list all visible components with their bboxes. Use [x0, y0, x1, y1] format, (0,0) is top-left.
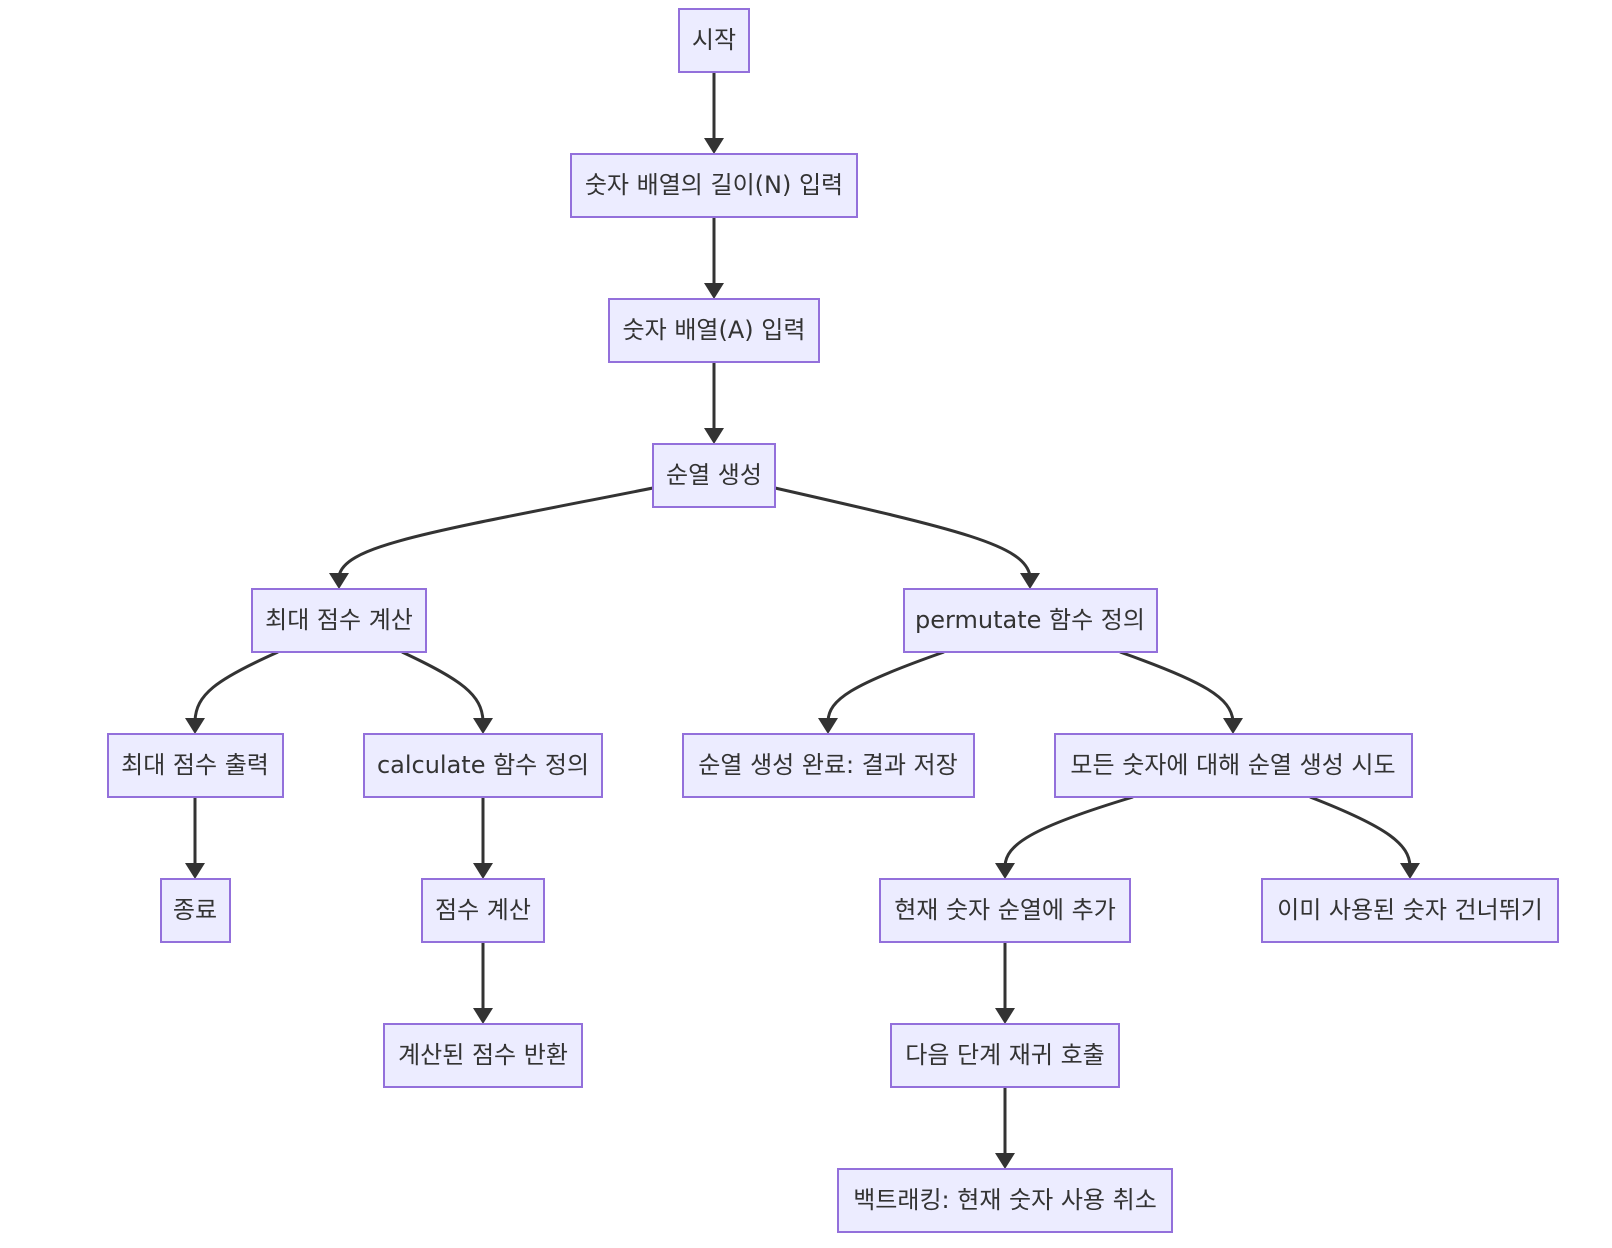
edge-try-all-to-skip-used	[1309, 795, 1412, 867]
edge-gen-perm-to-calc-max-arrowhead	[329, 573, 349, 589]
node-end-label: 종료	[173, 896, 217, 924]
node-input-a-label: 숫자 배열(A) 입력	[623, 316, 806, 344]
edges	[185, 72, 1420, 1169]
node-print-max: 최대 점수 출력	[107, 733, 284, 798]
node-gen-perm-label: 순열 생성	[666, 461, 762, 489]
node-input-n: 숫자 배열의 길이(N) 입력	[570, 153, 858, 218]
edge-gen-perm-to-def-permutate	[774, 486, 1032, 577]
edge-calc-max-to-print-max-arrowhead	[185, 718, 205, 734]
node-calc-max-label: 최대 점수 계산	[265, 606, 413, 634]
node-def-permutate: permutate 함수 정의	[903, 588, 1158, 653]
node-calc-score: 점수 계산	[421, 878, 545, 943]
edge-def-calculate-to-calc-score-arrowhead	[473, 863, 493, 879]
edge-gen-perm-to-calc-max	[337, 486, 654, 577]
edge-input-n-to-input-a-arrowhead	[704, 283, 724, 299]
edge-try-all-to-add-current-arrowhead	[995, 863, 1015, 879]
node-def-permutate-label: permutate 함수 정의	[915, 606, 1145, 634]
node-backtrack: 백트래킹: 현재 숫자 사용 취소	[837, 1168, 1173, 1233]
node-perm-done: 순열 생성 완료: 결과 저장	[682, 733, 975, 798]
node-calc-score-label: 점수 계산	[435, 896, 531, 924]
node-input-a: 숫자 배열(A) 입력	[608, 298, 820, 363]
node-print-max-label: 최대 점수 출력	[121, 751, 269, 779]
node-recurse: 다음 단계 재귀 호출	[890, 1023, 1120, 1088]
node-return-score: 계산된 점수 반환	[383, 1023, 583, 1088]
edge-input-a-to-gen-perm-arrowhead	[704, 428, 724, 444]
edge-calc-max-to-def-calculate	[401, 650, 485, 722]
edge-def-permutate-to-try-all	[1119, 650, 1235, 722]
node-skip-used: 이미 사용된 숫자 건너뛰기	[1261, 878, 1559, 943]
node-recurse-label: 다음 단계 재귀 호출	[905, 1041, 1105, 1069]
node-gen-perm: 순열 생성	[652, 443, 776, 508]
node-skip-used-label: 이미 사용된 숫자 건너뛰기	[1277, 896, 1543, 924]
edge-def-permutate-to-perm-done-arrowhead	[818, 718, 838, 734]
edge-start-to-input-n-arrowhead	[704, 138, 724, 154]
node-calc-max: 최대 점수 계산	[251, 588, 427, 653]
node-try-all-label: 모든 숫자에 대해 순열 생성 시도	[1070, 751, 1395, 779]
edge-def-permutate-to-perm-done	[826, 650, 945, 722]
node-start: 시작	[678, 8, 750, 73]
node-start-label: 시작	[692, 26, 736, 54]
edge-calc-max-to-def-calculate-arrowhead	[473, 718, 493, 734]
node-perm-done-label: 순열 생성 완료: 결과 저장	[698, 751, 957, 779]
edge-calc-max-to-print-max	[193, 650, 279, 722]
node-try-all: 모든 숫자에 대해 순열 생성 시도	[1054, 733, 1413, 798]
edge-def-permutate-to-try-all-arrowhead	[1223, 718, 1243, 734]
edge-try-all-to-skip-used-arrowhead	[1400, 863, 1420, 879]
node-input-n-label: 숫자 배열의 길이(N) 입력	[585, 171, 843, 199]
edge-try-all-to-add-current	[1003, 795, 1134, 867]
edge-add-current-to-recurse-arrowhead	[995, 1008, 1015, 1024]
edge-recurse-to-backtrack-arrowhead	[995, 1153, 1015, 1169]
node-add-current: 현재 숫자 순열에 추가	[879, 878, 1131, 943]
node-add-current-label: 현재 숫자 순열에 추가	[894, 896, 1116, 924]
edge-print-max-to-end-arrowhead	[185, 863, 205, 879]
edge-gen-perm-to-def-permutate-arrowhead	[1020, 573, 1040, 589]
edge-calc-score-to-return-score-arrowhead	[473, 1008, 493, 1024]
node-return-score-label: 계산된 점수 반환	[398, 1041, 568, 1069]
node-backtrack-label: 백트래킹: 현재 숫자 사용 취소	[853, 1186, 1157, 1214]
node-def-calculate-label: calculate 함수 정의	[377, 751, 589, 779]
node-end: 종료	[160, 878, 231, 943]
node-def-calculate: calculate 함수 정의	[363, 733, 603, 798]
